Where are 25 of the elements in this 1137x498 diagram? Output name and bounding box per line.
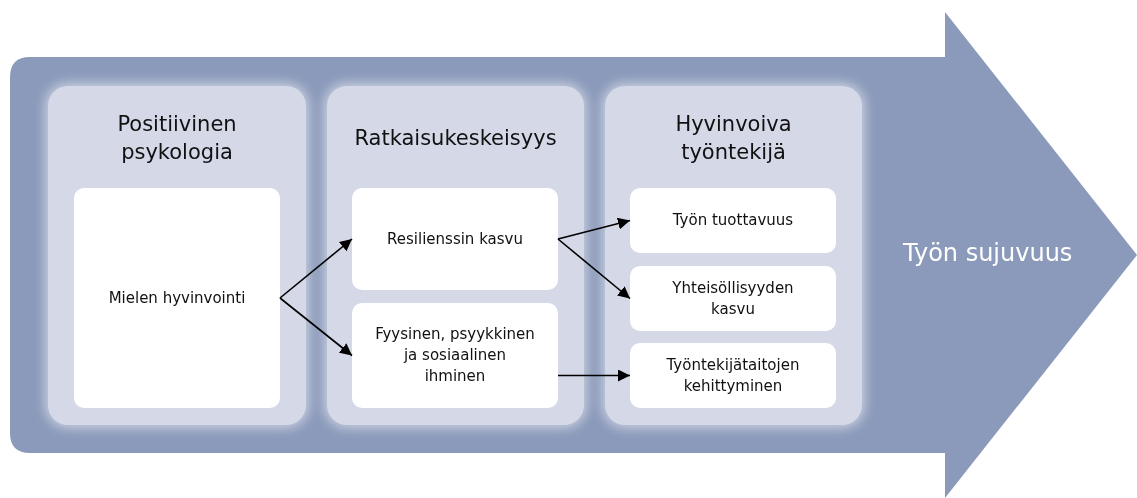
arrow xyxy=(279,297,353,357)
column-title: Positiivinen psykologia xyxy=(116,111,238,166)
arrow xyxy=(557,369,631,382)
card-text: Työntekijätaitojen kehittyminen xyxy=(665,354,801,397)
card-text: Mielen hyvinvointi xyxy=(108,287,246,309)
arrow-band xyxy=(10,12,1137,498)
text-card xyxy=(630,343,836,408)
arrow xyxy=(557,217,631,240)
column-panel xyxy=(327,86,584,425)
arrow xyxy=(279,238,353,299)
column-panel xyxy=(605,86,862,425)
card-text: Fyysinen, psyykkinen ja sosiaalinen ihminen xyxy=(374,324,536,387)
card-text: Yhteisöllisyyden kasvu xyxy=(671,277,795,320)
column-title: Hyvinvoiva työntekijä xyxy=(674,111,793,166)
text-card xyxy=(630,266,836,331)
flow-label: Työn sujuvuus xyxy=(903,239,1073,267)
arrow xyxy=(557,238,631,300)
text-card xyxy=(352,303,558,408)
text-card xyxy=(74,188,280,408)
text-card xyxy=(352,188,558,290)
column-panel xyxy=(48,86,306,425)
text-card xyxy=(630,188,836,253)
card-text: Resilienssin kasvu xyxy=(387,228,523,250)
card-text: Työn tuottavuus xyxy=(672,210,794,231)
column-title: Ratkaisukeskeisyys xyxy=(353,125,558,152)
